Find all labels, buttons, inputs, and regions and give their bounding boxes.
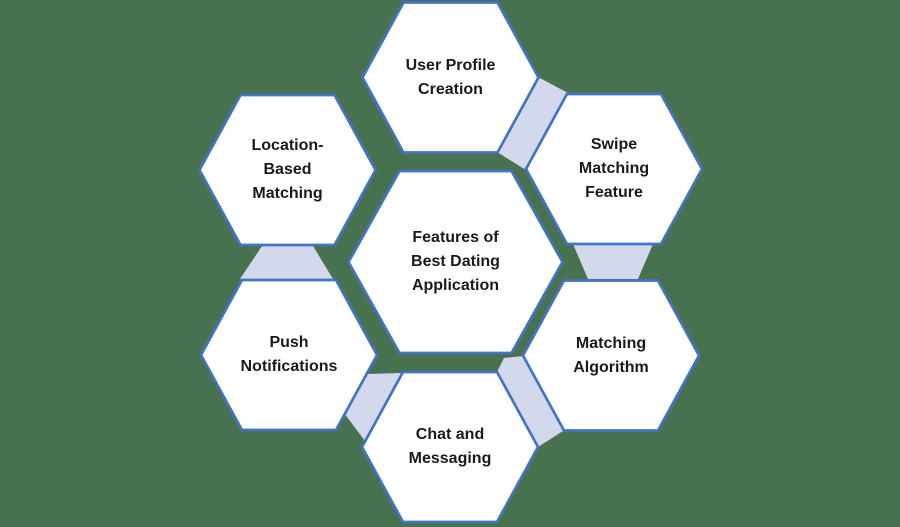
hexagon-user-profile-creation [361, 1, 540, 154]
connector-matchingalgorithm-chat [497, 356, 563, 447]
label-matching-algorithm: Matching Algorithm [573, 334, 649, 376]
hexagon-matching-algorithm [521, 279, 701, 432]
connector-swipe-matchingalgorithm [573, 244, 653, 279]
label-push-notifications: Push Notifications [240, 334, 338, 375]
hexagon-swipe-matching-feature [524, 92, 704, 246]
hexagon-chat-and-messaging [360, 370, 540, 524]
hexagon-push-notifications [199, 278, 379, 432]
hexagon-center-features [347, 169, 564, 355]
label-user-profile-creation: User Profile Creation [405, 56, 496, 98]
label-chat-and-messaging: Chat and Messaging [408, 426, 492, 467]
label-location-based-matching: Location- Based Matching [251, 137, 324, 202]
hexagon-location-based-matching [198, 93, 377, 247]
connector-userprofile-swipe [497, 77, 568, 170]
label-swipe-matching-feature: Swipe Matching Feature [578, 136, 650, 201]
label-center-features: Features of Best Dating Application [411, 229, 500, 294]
connector-push-location [240, 246, 333, 279]
